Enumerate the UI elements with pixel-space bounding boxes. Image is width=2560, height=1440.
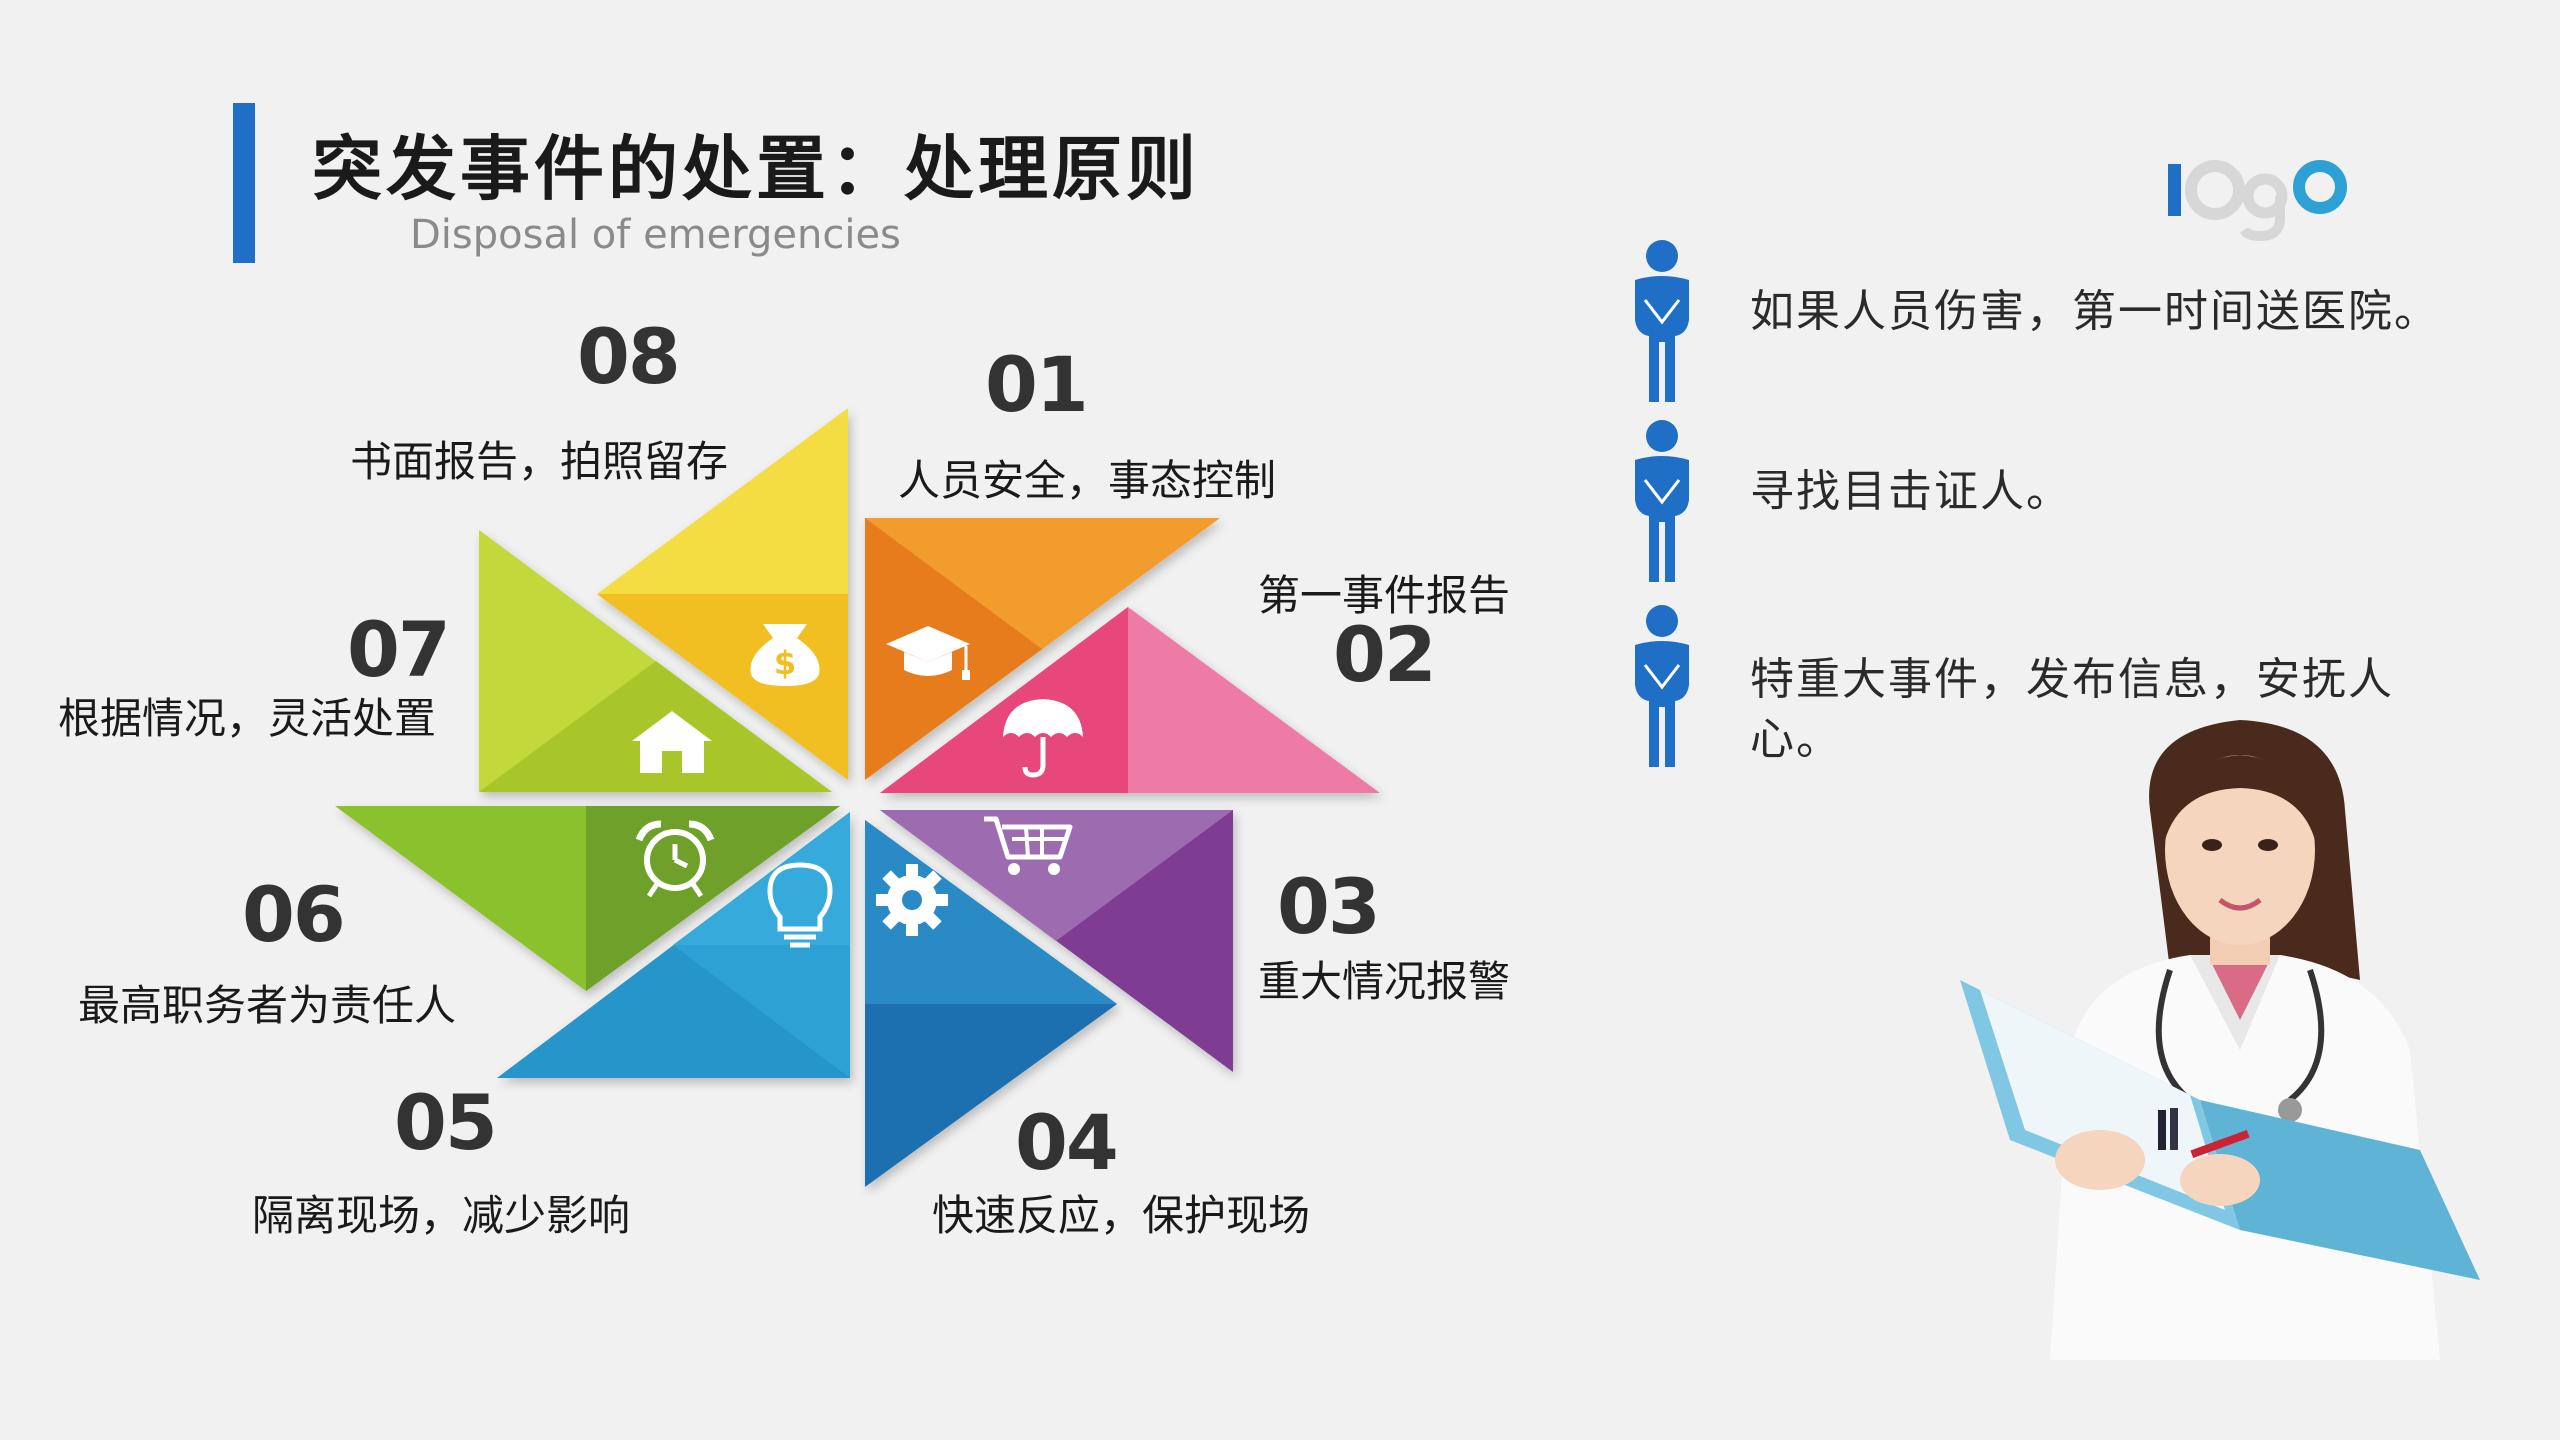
lightbulb-icon	[767, 862, 833, 948]
blade-05	[497, 812, 850, 1078]
logo	[2168, 160, 2347, 242]
point-1-text: 如果人员伤害，第一时间送医院。	[1750, 286, 2440, 337]
graduation-cap-icon	[886, 626, 970, 680]
step-07-number: 07	[347, 605, 451, 694]
house-icon	[632, 711, 712, 773]
person-icon	[1635, 240, 1689, 402]
point-2-text: 寻找目击证人。	[1750, 466, 2072, 517]
step-04-number: 04	[1015, 1098, 1119, 1187]
shopping-cart-icon	[984, 816, 1073, 875]
point-3-text: 特重大事件，发布信息，安抚人心。	[1750, 654, 2394, 765]
gear-icon	[876, 864, 948, 936]
doctor-illustration	[1960, 720, 2480, 1360]
blade-03	[880, 810, 1233, 1072]
page-subtitle: Disposal of emergencies	[410, 212, 901, 258]
step-08-label: 书面报告，拍照留存	[350, 437, 729, 486]
step-06-number: 06	[242, 870, 346, 959]
step-04-label: 快速反应，保护现场	[932, 1191, 1311, 1240]
step-01-label: 人员安全，事态控制	[898, 456, 1277, 505]
step-05-number: 05	[394, 1078, 498, 1167]
step-01-number: 01	[985, 340, 1089, 429]
umbrella-icon	[1003, 699, 1083, 778]
person-icon	[1635, 605, 1689, 767]
page-title: 突发事件的处置：处理原则	[312, 128, 1200, 210]
step-02-label: 第一事件报告	[1258, 571, 1511, 620]
blade-02	[880, 607, 1380, 793]
step-03-label: 重大情况报警	[1258, 957, 1511, 1006]
step-02-number: 02	[1333, 610, 1437, 699]
step-08-number: 08	[577, 312, 681, 401]
alarm-clock-icon	[635, 820, 715, 898]
step-05-label: 隔离现场，减少影响	[252, 1191, 631, 1240]
person-icon	[1635, 420, 1689, 582]
svg-text:$: $	[774, 644, 796, 682]
step-03-number: 03	[1277, 862, 1381, 951]
money-bag-icon: $	[750, 624, 820, 686]
step-06-label: 最高职务者为责任人	[78, 981, 457, 1030]
step-07-label: 根据情况，灵活处置	[58, 694, 437, 743]
title-accent-bar	[233, 103, 255, 263]
